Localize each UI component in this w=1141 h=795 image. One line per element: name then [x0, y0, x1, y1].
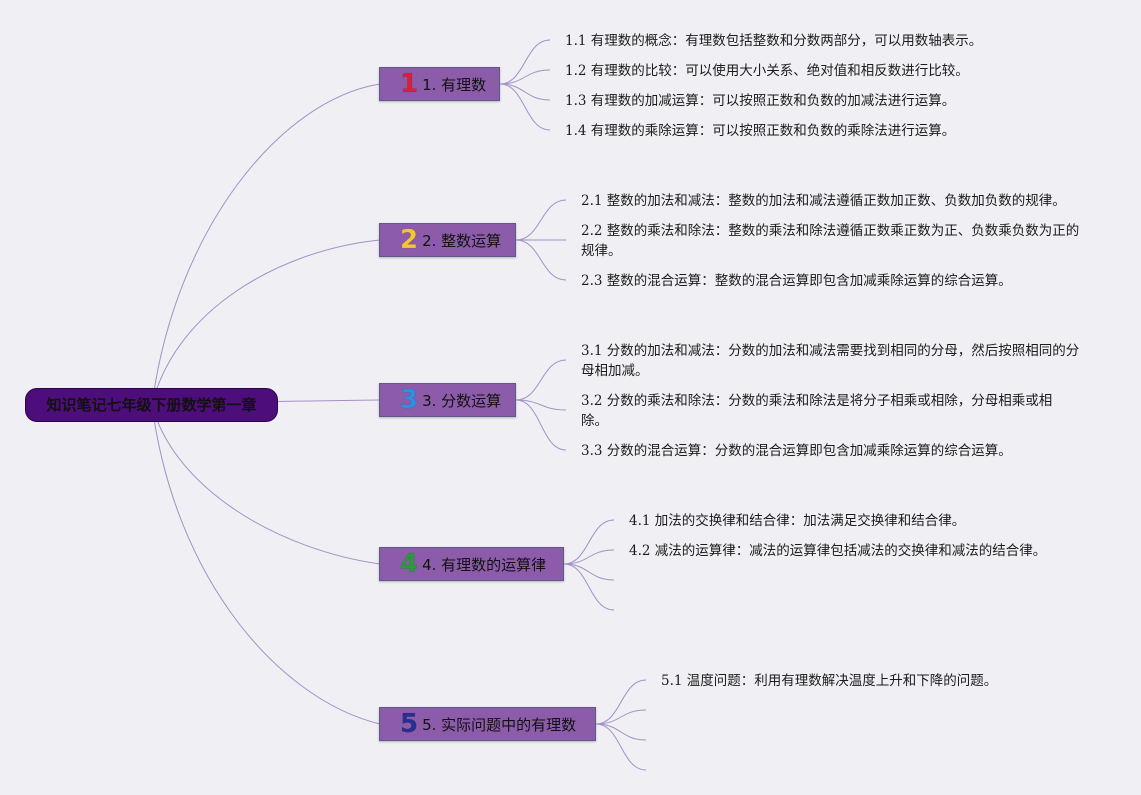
link-root-branch-4	[151, 404, 381, 565]
leaf-4-1[interactable]: 4.1 加法的交换律和结合律：加法满足交换律和结合律。	[629, 513, 966, 529]
branch-fraction-operations[interactable]: 3 3. 分数运算	[379, 383, 516, 417]
leaf-5-1[interactable]: 5.1 温度问题：利用有理数解决温度上升和下降的问题。	[661, 673, 998, 689]
branch-practical-problems[interactable]: 5 5. 实际问题中的有理数	[379, 707, 596, 741]
leaf-2-1[interactable]: 2.1 整数的加法和减法：整数的加法和减法遵循正数加正数、负数加负数的规律。	[581, 193, 1066, 209]
link-root-branch-1	[151, 83, 381, 406]
branch-integer-operations[interactable]: 2 2. 整数运算	[379, 223, 516, 257]
leaf-4-2[interactable]: 4.2 减法的运算律：减法的运算律包括减法的交换律和减法的结合律。	[629, 543, 1047, 559]
link-root-branch-2	[151, 239, 381, 406]
branch-laws-of-operations[interactable]: 4 4. 有理数的运算律	[379, 547, 564, 581]
leaf-1-3[interactable]: 1.3 有理数的加减运算：可以按照正数和负数的加减法进行运算。	[565, 93, 956, 109]
leaf-1-2[interactable]: 1.2 有理数的比较：可以使用大小关系、绝对值和相反数进行比较。	[565, 63, 969, 79]
number-four-icon: 4	[400, 549, 419, 580]
leaf-3-1[interactable]: 3.1 分数的加法和减法：分数的加法和减法需要找到相同的分母，然后按照相同的分母…	[581, 343, 1080, 379]
branch-label: 5. 实际问题中的有理数	[422, 715, 577, 734]
number-three-icon: 3	[400, 385, 419, 416]
number-five-icon: 5	[400, 709, 419, 740]
branch-label: 1. 有理数	[422, 75, 487, 94]
number-two-icon: 2	[400, 225, 419, 256]
leaf-3-2[interactable]: 3.2 分数的乘法和除法：分数的乘法和除法是将分子相乘或相除，分母相乘或相除。	[581, 393, 1053, 429]
branch-rational-numbers[interactable]: 1 1. 有理数	[379, 67, 500, 101]
branch-label: 3. 分数运算	[422, 391, 502, 410]
branch-label: 2. 整数运算	[422, 231, 502, 250]
leaf-3-3[interactable]: 3.3 分数的混合运算：分数的混合运算即包含加减乘除运算的综合运算。	[581, 443, 1012, 459]
leaf-2-2[interactable]: 2.2 整数的乘法和除法：整数的乘法和除法遵循正数乘正数为正、负数乘负数为正的规…	[581, 223, 1080, 259]
number-one-icon: 1	[400, 69, 419, 100]
branch-label: 4. 有理数的运算律	[422, 555, 547, 574]
leaf-1-1[interactable]: 1.1 有理数的概念：有理数包括整数和分数两部分，可以用数轴表示。	[565, 33, 983, 49]
link-root-branch-5	[151, 404, 381, 725]
leaf-2-3[interactable]: 2.3 整数的混合运算：整数的混合运算即包含加减乘除运算的综合运算。	[581, 273, 1012, 289]
central-topic[interactable]: 知识笔记七年级下册数学第一章	[25, 388, 278, 422]
leaf-1-4[interactable]: 1.4 有理数的乘除运算：可以按照正数和负数的乘除法进行运算。	[565, 123, 956, 139]
